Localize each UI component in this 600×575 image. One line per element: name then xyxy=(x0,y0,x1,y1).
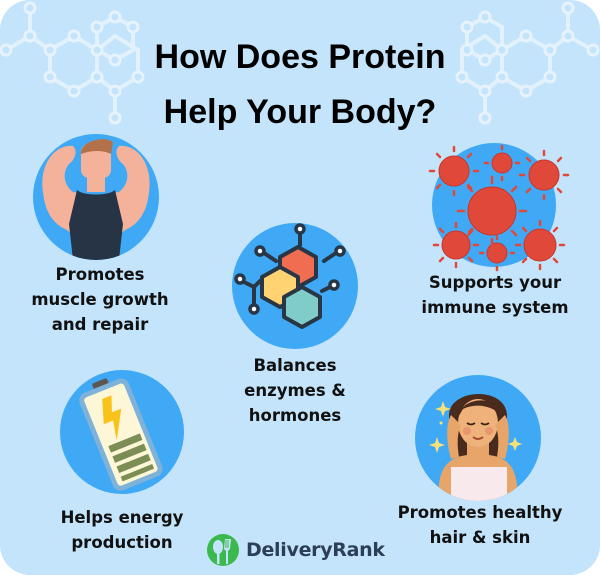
energy-benefit-circle xyxy=(60,370,184,494)
label-line: hair & skin xyxy=(429,528,531,547)
label-line: production xyxy=(71,533,173,552)
label-line: enzymes & xyxy=(244,381,346,400)
label-line: hormones xyxy=(248,406,342,425)
label-line: and repair xyxy=(51,315,149,334)
label-line: Supports your xyxy=(428,273,562,292)
enzymes-benefit-circle xyxy=(232,223,358,349)
enzymes-benefit-label: Balances enzymes & hormones xyxy=(225,353,365,428)
label-line: Helps energy xyxy=(60,508,184,527)
fork-knife-leaf-icon xyxy=(207,534,239,566)
label-line: Promotes healthy xyxy=(397,503,563,522)
label-line: muscle growth xyxy=(31,290,169,309)
immune-benefit-label: Supports your immune system xyxy=(415,270,575,320)
muscle-benefit-label: Promotes muscle growth and repair xyxy=(25,262,175,337)
battery-charging-icon xyxy=(79,378,163,491)
woman-glowing-skin-icon xyxy=(429,393,522,501)
molecule-pattern-right-icon xyxy=(455,1,600,125)
virus-cells-icon xyxy=(428,144,570,272)
skin-benefit-circle xyxy=(415,375,541,501)
page-title-line-2: Help Your Body? xyxy=(163,93,437,131)
molecule-hexagons-icon xyxy=(234,223,346,329)
label-line: immune system xyxy=(421,298,569,317)
molecule-pattern-left-icon xyxy=(0,1,145,125)
flexing-man-icon xyxy=(42,139,150,260)
skin-benefit-label: Promotes healthy hair & skin xyxy=(390,500,570,550)
page-title-line-1: How Does Protein xyxy=(154,38,446,76)
muscle-benefit-circle xyxy=(33,134,159,260)
brand-name: DeliveryRank xyxy=(246,539,385,561)
label-line: Promotes xyxy=(55,265,145,284)
energy-benefit-label: Helps energy production xyxy=(47,505,197,555)
brand-logo: DeliveryRank xyxy=(206,533,385,567)
label-line: Balances xyxy=(253,356,337,375)
immune-benefit-circle xyxy=(428,143,570,272)
